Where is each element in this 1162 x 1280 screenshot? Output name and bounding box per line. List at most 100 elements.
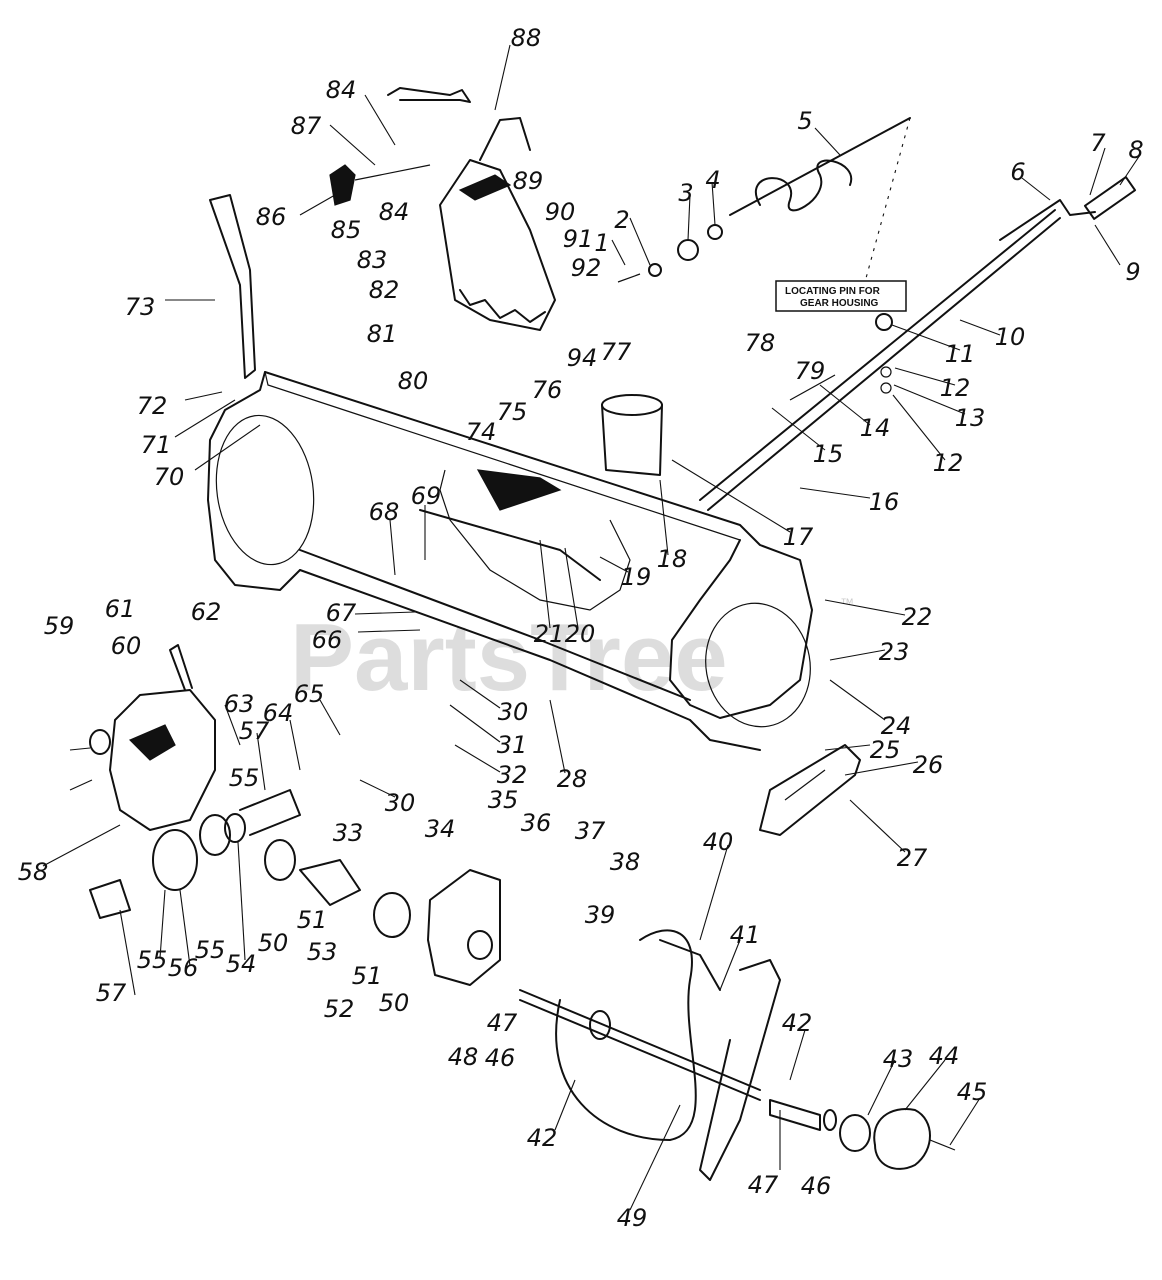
- callout-27: 27: [897, 844, 928, 872]
- callout-69: 69: [411, 482, 442, 510]
- impeller: [519, 929, 781, 1181]
- callout-49: 49: [617, 1204, 648, 1232]
- skid-shoe: [759, 744, 861, 836]
- callout-19: 19: [621, 563, 652, 591]
- callout-53: 53: [307, 938, 338, 966]
- callout-15: 15: [813, 440, 844, 468]
- auger-housing: [207, 371, 813, 751]
- callout-41: 41: [730, 921, 761, 949]
- callout-10: 10: [995, 323, 1026, 351]
- callout-26: 26: [913, 751, 944, 779]
- gear-case: [264, 839, 501, 986]
- callout-33: 33: [333, 819, 364, 847]
- callout-12: 12: [933, 449, 964, 477]
- callout-16: 16: [869, 488, 900, 516]
- callout-47: 47: [748, 1171, 779, 1199]
- callout-66: 66: [312, 626, 343, 654]
- callout-70: 70: [154, 463, 185, 491]
- callout-39: 39: [585, 901, 616, 929]
- callout-23: 23: [879, 638, 910, 666]
- callout-25: 25: [870, 736, 901, 764]
- callout-92: 92: [571, 254, 602, 282]
- callout-44: 44: [929, 1042, 960, 1070]
- gear-housing-left: [89, 689, 301, 919]
- end-bearing: [769, 1099, 956, 1170]
- callout-21: 21: [534, 620, 565, 648]
- callout-8: 8: [1128, 136, 1143, 164]
- callout-31: 31: [497, 731, 528, 759]
- callout-43: 43: [883, 1045, 914, 1073]
- callout-63: 63: [224, 690, 255, 718]
- callout-64: 64: [263, 699, 294, 727]
- callout-72: 72: [137, 392, 168, 420]
- callout-11: 11: [945, 340, 976, 368]
- side-plate: [169, 194, 256, 691]
- svg-text:LOCATING PIN FOR: LOCATING PIN FOR: [785, 286, 881, 297]
- callout-94: 94: [567, 344, 598, 372]
- callout-91: 91: [563, 225, 594, 253]
- callout-48: 48: [448, 1043, 479, 1071]
- callout-50: 50: [379, 989, 410, 1017]
- callout-84: 84: [326, 76, 357, 104]
- callout-65: 65: [294, 680, 325, 708]
- callout-75: 75: [497, 398, 528, 426]
- callout-35: 35: [488, 786, 519, 814]
- callout-79: 79: [795, 357, 826, 385]
- callout-67: 67: [326, 599, 357, 627]
- callout-55: 55: [229, 764, 260, 792]
- callout-90: 90: [545, 198, 576, 226]
- callout-32: 32: [497, 761, 528, 789]
- callout-40: 40: [703, 828, 734, 856]
- callout-88: 88: [511, 24, 542, 52]
- callout-60: 60: [111, 632, 142, 660]
- callout-34: 34: [425, 815, 456, 843]
- callout-30: 30: [385, 789, 416, 817]
- callout-12: 12: [940, 374, 971, 402]
- callout-5: 5: [797, 107, 812, 135]
- svg-text:GEAR HOUSING: GEAR HOUSING: [800, 298, 879, 309]
- callout-46: 46: [801, 1172, 832, 1200]
- callout-57: 57: [96, 979, 127, 1007]
- callout-46: 46: [485, 1044, 516, 1072]
- callout-68: 68: [369, 498, 400, 526]
- callout-14: 14: [860, 414, 891, 442]
- callout-17: 17: [783, 523, 814, 551]
- callout-81: 81: [367, 320, 398, 348]
- callout-7: 7: [1090, 129, 1106, 157]
- callout-3: 3: [678, 179, 693, 207]
- callout-38: 38: [610, 848, 641, 876]
- discharge-chute: [329, 87, 663, 476]
- callout-47: 47: [487, 1009, 518, 1037]
- chute-crank-spiral: [617, 117, 911, 301]
- callout-71: 71: [141, 431, 172, 459]
- callout-42: 42: [527, 1124, 558, 1152]
- callout-52: 52: [324, 995, 355, 1023]
- callout-30: 30: [498, 698, 529, 726]
- callout-62: 62: [191, 598, 222, 626]
- callout-51: 51: [297, 906, 328, 934]
- callout-83: 83: [357, 246, 388, 274]
- callout-1: 1: [594, 229, 609, 257]
- callout-78: 78: [745, 329, 776, 357]
- crank-rod: [699, 176, 1137, 511]
- callout-80: 80: [398, 367, 429, 395]
- leader-lines: [42, 44, 1141, 1211]
- callout-4: 4: [705, 166, 720, 194]
- callout-84: 84: [379, 198, 410, 226]
- callout-58: 58: [18, 858, 49, 886]
- watermark: PartsTree: [290, 604, 728, 711]
- callout-55: 55: [195, 936, 226, 964]
- callout-85: 85: [331, 216, 362, 244]
- callout-89: 89: [513, 167, 544, 195]
- callout-55: 55: [137, 946, 168, 974]
- callout-42: 42: [782, 1009, 813, 1037]
- callout-2: 2: [614, 206, 629, 234]
- callout-57: 57: [239, 717, 270, 745]
- callout-37: 37: [575, 817, 606, 845]
- callout-24: 24: [881, 712, 912, 740]
- callout-20: 20: [565, 620, 596, 648]
- callout-59: 59: [44, 612, 75, 640]
- callout-77: 77: [601, 338, 632, 366]
